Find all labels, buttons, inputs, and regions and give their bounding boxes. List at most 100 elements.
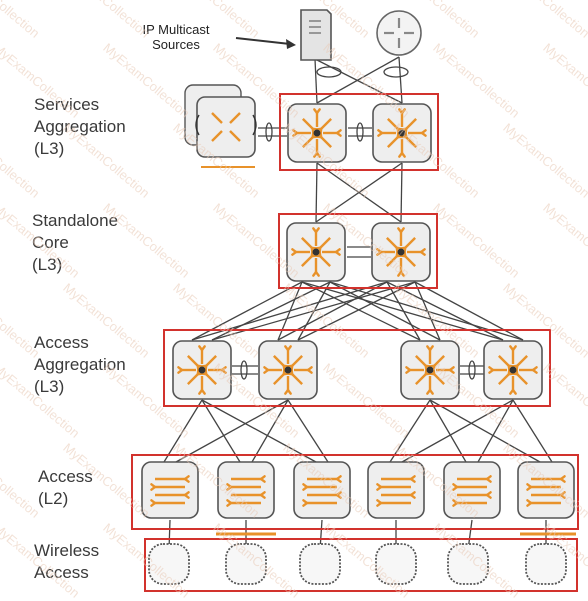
arrow-head xyxy=(313,108,321,116)
network-link xyxy=(512,399,553,463)
arrow-head xyxy=(530,366,538,374)
hub-dot xyxy=(313,129,321,137)
arrow-head xyxy=(182,475,190,483)
services-line3: (L3) xyxy=(34,139,65,158)
arrow-head xyxy=(484,491,492,499)
access-aggregation-label: Access Aggregation (L3) xyxy=(34,332,126,398)
arrow-head xyxy=(377,129,385,137)
arrow-shaft xyxy=(387,118,399,130)
wireless-access-label: Wireless Access xyxy=(34,540,99,584)
arrow-shaft xyxy=(205,355,217,367)
hub-dot xyxy=(284,366,292,374)
router-arrows-icon xyxy=(372,103,432,163)
arrow-head xyxy=(426,387,434,395)
arrow-head xyxy=(302,483,310,491)
arrow-shaft xyxy=(319,255,331,267)
network-link xyxy=(314,58,403,104)
router-arrows-icon xyxy=(286,222,346,282)
arrow-shaft xyxy=(301,255,313,267)
access-point-body xyxy=(375,543,417,585)
arrow-head xyxy=(258,491,266,499)
network-link xyxy=(389,399,431,463)
switch-arrows-icon xyxy=(367,461,425,519)
arrow-head xyxy=(397,269,405,277)
access-point-icon xyxy=(299,543,341,585)
arrow-shaft xyxy=(386,255,398,267)
arrow-head xyxy=(263,366,271,374)
arrow-head xyxy=(200,364,208,372)
standalone-core-label: Standalone Core (L3) xyxy=(32,210,118,276)
arrow-shaft xyxy=(320,136,332,148)
network-link xyxy=(315,162,403,223)
arrow-shaft xyxy=(229,112,241,124)
arrow-head xyxy=(291,248,299,256)
multicast-sources-line2: Sources xyxy=(152,37,200,52)
access-point-icon xyxy=(525,543,567,585)
access-point-icon xyxy=(148,543,190,585)
arrow-head xyxy=(511,364,519,372)
access-point-body xyxy=(148,543,190,585)
hub-dot xyxy=(198,366,206,374)
network-link xyxy=(201,399,317,463)
arrow-head xyxy=(226,499,234,507)
network-link xyxy=(477,399,514,463)
network-link xyxy=(251,399,289,463)
arrow-shaft xyxy=(498,355,510,367)
arrow-head xyxy=(177,366,185,374)
router-arrows-icon xyxy=(258,340,318,400)
arrow-head xyxy=(219,366,227,374)
tier-highlight-box xyxy=(279,93,439,171)
arrow-head xyxy=(198,345,206,353)
network-link xyxy=(414,281,524,341)
router-arrows-icon xyxy=(287,103,347,163)
access-line1: Access xyxy=(38,467,93,486)
arrow-head xyxy=(150,483,158,491)
arrow-shaft xyxy=(387,136,399,148)
services-aggregation-label: Services Aggregation (L3) xyxy=(34,94,126,160)
arrow-head xyxy=(292,129,300,137)
arrow-head xyxy=(312,269,320,277)
arrow-shaft xyxy=(404,237,416,249)
arrow-shaft xyxy=(302,136,314,148)
arrow-shaft xyxy=(405,136,417,148)
arrow-head xyxy=(314,246,322,254)
arrow-shaft xyxy=(405,118,417,130)
arrow-head xyxy=(258,475,266,483)
wireless-line1: Wireless xyxy=(34,541,100,560)
network-link xyxy=(400,162,403,223)
arrow-head xyxy=(198,387,206,395)
arrow-shaft xyxy=(516,373,528,385)
arrow-head xyxy=(405,366,413,374)
wireless-line2: Access xyxy=(34,563,89,582)
network-link xyxy=(315,162,318,223)
arrow-head xyxy=(428,364,436,372)
arrow-head xyxy=(452,499,460,507)
network-link xyxy=(316,56,400,104)
arrow-shaft xyxy=(229,130,241,142)
access-point-body xyxy=(447,543,489,585)
network-link xyxy=(191,281,303,341)
arrow-head xyxy=(400,127,408,135)
network-link xyxy=(314,58,318,104)
arrow-head xyxy=(286,364,294,372)
network-link xyxy=(201,399,241,463)
tier-highlight-box xyxy=(163,329,551,407)
access-agg-line2: Aggregation xyxy=(34,355,126,374)
arrow-head xyxy=(376,483,384,491)
router-body xyxy=(376,10,422,56)
arrow-head xyxy=(526,499,534,507)
arrow-head xyxy=(398,108,406,116)
hub-dot xyxy=(509,366,517,374)
arrow-head xyxy=(334,129,342,137)
arrow-head xyxy=(226,483,234,491)
arrow-head xyxy=(334,491,342,499)
hub-dot xyxy=(312,248,320,256)
router-arrows-icon xyxy=(172,340,232,400)
arrow-head xyxy=(313,150,321,158)
arrow-shaft xyxy=(205,373,217,385)
access-line2: (L2) xyxy=(38,489,69,508)
network-devices xyxy=(141,9,575,585)
arrow-shaft xyxy=(301,237,313,249)
access-agg-line1: Access xyxy=(34,333,89,352)
